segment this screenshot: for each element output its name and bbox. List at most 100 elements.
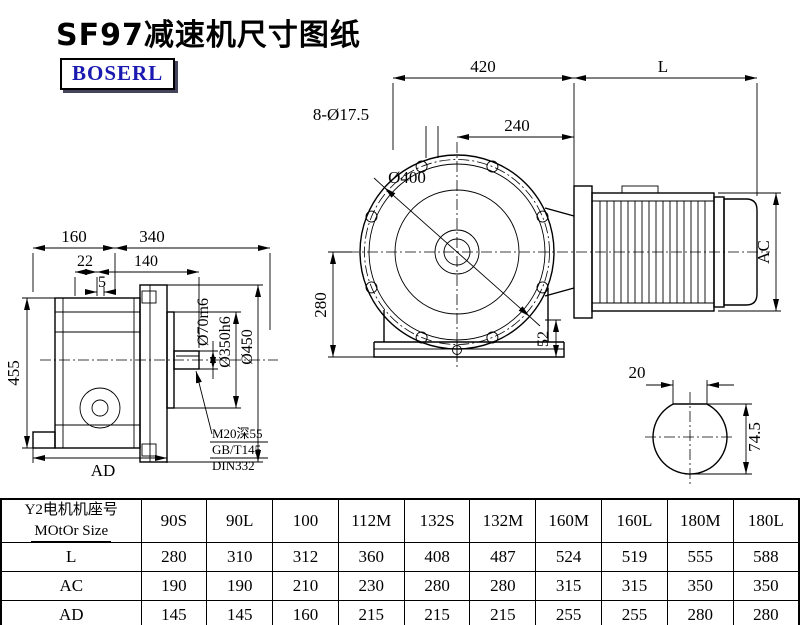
spec-cell: 255 (601, 600, 668, 625)
dim-AC-label: AC (754, 240, 773, 264)
motor-adapter (544, 185, 593, 319)
shaft-section-detail: 20 74.5 (629, 363, 764, 484)
bolt-holes (365, 160, 549, 344)
dim-450-label: Ø450 (239, 329, 256, 365)
dim-280-label: 280 (311, 292, 330, 318)
spec-cell: 190 (140, 571, 208, 601)
header-cn: Y2电机机座号 (24, 501, 118, 518)
dim-L-label: L (658, 57, 668, 76)
output-shaft (173, 350, 200, 370)
dim-350-label: Ø350h6 (217, 316, 234, 368)
col-header-100: 100 (272, 498, 339, 543)
logo-text: BOSERL (72, 61, 164, 85)
spec-cell: 310 (206, 542, 274, 572)
row-label-ac: AC (0, 571, 142, 601)
dim-70-label: Ø70m6 (195, 298, 212, 346)
spec-cell: 280 (666, 600, 734, 625)
technical-drawing: 420 L 240 8-Ø17.5 Ø400 (4, 57, 781, 484)
spec-cell: 210 (272, 571, 339, 601)
spec-cell: 555 (666, 542, 734, 572)
tap-note-line1: M20深55 (212, 426, 263, 441)
dim-160-340: 160 340 (32, 227, 271, 330)
spec-cell: 487 (469, 542, 537, 572)
col-header-90l: 90L (206, 498, 274, 543)
page-title: SF97减速机尺寸图纸 (56, 18, 361, 53)
spec-cell: 255 (535, 600, 603, 625)
side-view: 455 160 340 22 140 (4, 227, 278, 480)
gearbox-body (54, 297, 141, 449)
dim-350: Ø350h6 (174, 311, 241, 409)
spec-cell: 519 (601, 542, 668, 572)
dim-22-label: 22 (77, 253, 93, 270)
dim-280: 280 (311, 251, 374, 358)
motor-size-table: Y2电机机座号 MOtOr Size 90S 90L 100 112M 132S… (0, 498, 800, 625)
bolt-holes-label: 8-Ø17.5 (313, 105, 369, 124)
dim-key-745: 74.5 (690, 403, 764, 475)
callout-bolt-holes: 8-Ø17.5 (313, 105, 439, 158)
col-header-180l: 180L (732, 498, 800, 543)
spec-cell: 315 (601, 571, 668, 601)
dim-L: L (574, 57, 758, 196)
dim-455-label: 455 (4, 360, 23, 386)
dim-AD-label: AD (91, 461, 116, 480)
col-header-132m: 132M (469, 498, 537, 543)
table-header-row: Y2电机机座号 MOtOr Size 90S 90L 100 112M 132S… (0, 498, 800, 543)
dim-450: Ø450 (167, 284, 263, 463)
spec-cell: 280 (140, 542, 208, 572)
dim-400: Ø400 (373, 168, 541, 327)
dim-5: 5 (85, 274, 116, 296)
dim-240-label: 240 (504, 116, 530, 135)
spec-cell: 215 (403, 600, 471, 625)
col-header-132s: 132S (403, 498, 471, 543)
spec-cell: 524 (535, 542, 603, 572)
table-row-L: L 280 310 312 360 408 487 524 519 555 58… (0, 542, 800, 572)
dim-AD: AD (32, 448, 168, 480)
dim-340-label: 340 (139, 227, 165, 246)
spec-cell: 160 (272, 600, 339, 625)
row-label-ad: AD (0, 600, 142, 625)
spec-cell: 408 (403, 542, 471, 572)
col-header-112m: 112M (337, 498, 405, 543)
col-header-90s: 90S (140, 498, 208, 543)
header-en: MOtOr Size (31, 522, 112, 542)
spec-cell: 190 (206, 571, 274, 601)
dim-420: 420 (392, 57, 575, 186)
spec-cell: 350 (666, 571, 734, 601)
spec-cell: 588 (732, 542, 800, 572)
spec-cell: 215 (469, 600, 537, 625)
spec-cell: 350 (732, 571, 800, 601)
dim-key745-label: 74.5 (745, 422, 764, 452)
dim-key20-label: 20 (629, 363, 646, 382)
spec-cell: 145 (206, 600, 274, 625)
tap-note-line3: DIN332 (212, 458, 255, 473)
dim-160-label: 160 (61, 227, 87, 246)
shaft-tap-note: M20深55 GB/T145 DIN332 (195, 370, 268, 473)
housing-base (373, 288, 565, 359)
dim-240: 240 (457, 116, 574, 140)
spec-cell: 312 (272, 542, 339, 572)
motor-fins (599, 201, 706, 303)
motor (591, 185, 758, 312)
spec-cell: 280 (732, 600, 800, 625)
dim-420-label: 420 (470, 57, 496, 76)
dim-70: Ø70m6 (195, 298, 218, 379)
dim-5-label: 5 (98, 274, 106, 291)
dim-455: 455 (4, 297, 55, 449)
boserl-logo: BOSERL (60, 58, 176, 90)
front-view: 420 L 240 8-Ø17.5 Ø400 (311, 57, 781, 368)
col-header-160m: 160M (535, 498, 603, 543)
col-header-180m: 180M (666, 498, 734, 543)
motor-size-header-cell: Y2电机机座号 MOtOr Size (0, 498, 142, 543)
col-header-160l: 160L (601, 498, 668, 543)
dim-52-label: 52 (535, 331, 552, 347)
output-flange (139, 284, 168, 463)
spec-cell: 145 (140, 600, 208, 625)
dim-AC: AC (718, 192, 781, 312)
dim-key-20: 20 (629, 363, 734, 404)
spec-cell: 315 (535, 571, 603, 601)
spec-cell: 280 (403, 571, 471, 601)
fan-cowl (723, 198, 758, 306)
dim-22-140: 22 140 (74, 253, 200, 348)
row-label-l: L (0, 542, 142, 572)
